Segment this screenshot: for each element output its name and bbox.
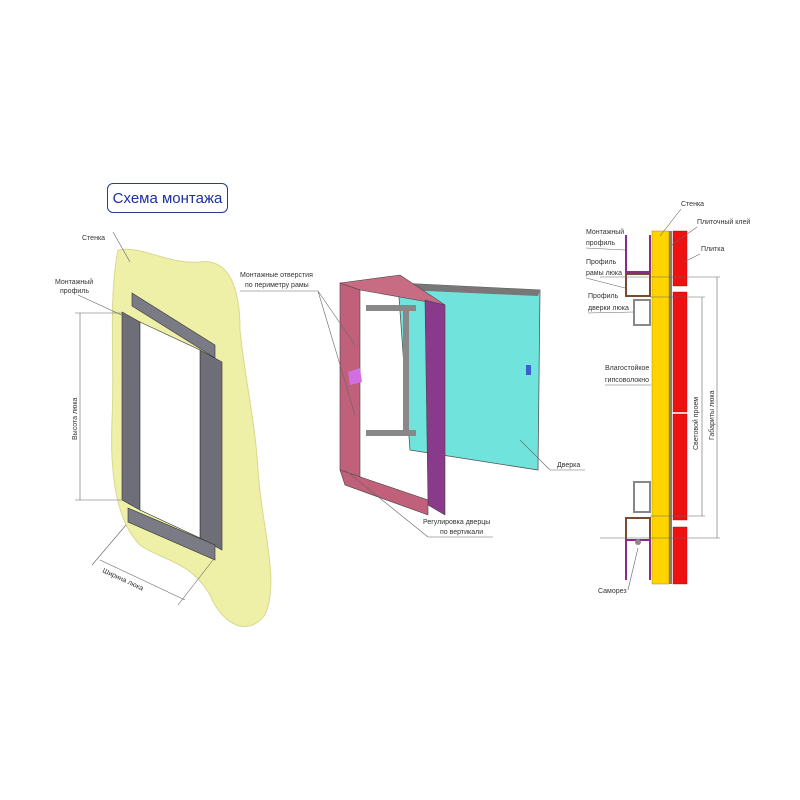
hatch-frame-bottom (339, 469, 429, 516)
door-frame-edge (398, 283, 540, 296)
title-box: Схема монтажа (107, 183, 228, 213)
tile-3 (672, 413, 688, 521)
label-door-profile: Профиль (588, 293, 619, 300)
mount-profile-bottom (625, 539, 651, 580)
label-r-wall: Стенка (681, 201, 704, 208)
label-profile: Монтажный (55, 278, 93, 286)
frame-inner (139, 321, 201, 539)
label-screw: Саморез (598, 588, 627, 595)
tile-1 (672, 230, 688, 287)
frame-left (121, 311, 141, 511)
tile-4 (672, 526, 688, 585)
label-adjust-2: по вертикали (440, 529, 483, 536)
frame-profile-top (625, 273, 651, 297)
label-holes-2: по периметру рамы (245, 282, 309, 289)
label-opening: Световой проем (692, 397, 700, 450)
hatch-frame-right (424, 299, 446, 516)
label-height: Высота люка (72, 397, 79, 440)
frame-profile-bottom (625, 517, 651, 541)
label-glue: Плиточный клей (697, 218, 750, 226)
label-frame: Профиль (586, 259, 617, 266)
door-panel (397, 282, 541, 471)
label-gvl-2: гипсоволокно (605, 377, 649, 384)
mount-profile-top (625, 235, 651, 273)
label-size: Габариты люка (708, 390, 716, 440)
door-profile-top (633, 299, 651, 326)
door-profile-bottom (633, 481, 651, 513)
label-profile-2: профиль (60, 288, 89, 295)
label-frame-2: рамы люка (586, 270, 622, 277)
label-mount-2: профиль (586, 240, 615, 247)
middle-hatch-view: Монтажные отверстия по периметру рамы Дв… (240, 272, 585, 538)
label-door-profile-2: дверки люка (588, 305, 629, 312)
hole-marker (348, 368, 362, 385)
label-adjust: Регулировка дверцы (423, 519, 490, 526)
label-mount: Монтажный (586, 228, 624, 236)
label-width: Ширина люка (101, 567, 144, 592)
inner-bar-2 (366, 430, 416, 436)
right-section-view: Световой проем Габариты люка Стенка Плит… (585, 201, 750, 595)
diagram-title: Схема монтажа (112, 189, 223, 207)
gvl-layer (651, 230, 670, 585)
label-gvl: Влагостойкое (605, 364, 649, 372)
frame-bottom (127, 507, 216, 561)
inner-post (403, 305, 409, 435)
label-holes: Монтажные отверстия (240, 272, 313, 279)
label-wall: Стенка (82, 235, 105, 242)
inner-bar-1 (366, 305, 416, 311)
door-hinge (526, 365, 531, 375)
glue-layer (669, 231, 672, 584)
tile-2 (672, 291, 688, 413)
screw-icon (635, 539, 641, 545)
left-frame-view: Стенка Монтажный профиль Высота люка Шир… (55, 231, 272, 627)
label-tile: Плитка (701, 246, 724, 253)
label-door: Дверка (557, 462, 580, 469)
frame-right (199, 349, 223, 551)
